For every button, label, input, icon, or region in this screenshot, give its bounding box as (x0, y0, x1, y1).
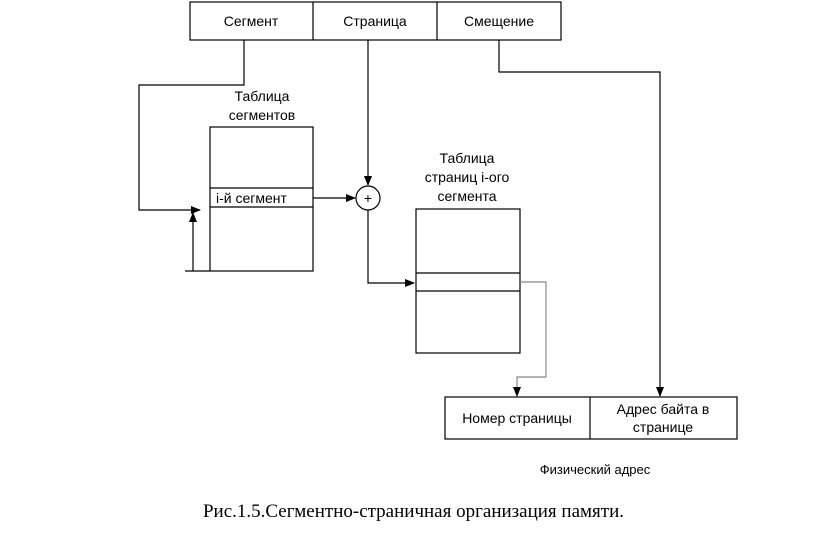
page-table-title-line3: сегмента (437, 188, 496, 204)
adder-to-page-table-line (367, 210, 415, 287)
page-field-label: Страница (343, 13, 407, 29)
page-table-title-line1: Таблица (440, 150, 495, 166)
logical-address-register: Сегмент Страница Смещение (189, 1, 562, 41)
segment-table-entry: i-й сегмент (216, 190, 288, 206)
segment-table-title-line2: сегментов (229, 107, 296, 123)
page-number-field: Номер страницы (462, 410, 572, 426)
page-entry-to-frame-line (513, 281, 547, 397)
offset-to-byte-address-line (498, 40, 664, 397)
physical-address-register: Номер страницы Адрес байта в странице (444, 396, 738, 440)
offset-field-label: Смещение (464, 13, 534, 29)
physical-address-label: Физический адрес (540, 462, 651, 477)
adder: + (355, 185, 381, 211)
adder-symbol: + (364, 190, 372, 206)
segment-field-label: Сегмент (224, 13, 279, 29)
byte-address-field-line2: странице (633, 419, 693, 435)
segment-table: Таблица сегментов i-й сегмент (209, 88, 314, 272)
page-table: Таблица страниц i-ого сегмента (415, 150, 521, 354)
segment-table-title-line1: Таблица (235, 88, 290, 104)
byte-address-field-line1: Адрес байта в (617, 401, 710, 417)
figure-caption: Рис.1.5.Сегментно-страничная организация… (202, 501, 624, 522)
segment-to-table-line (138, 40, 245, 214)
page-table-title-line2: страниц i-ого (425, 169, 510, 185)
